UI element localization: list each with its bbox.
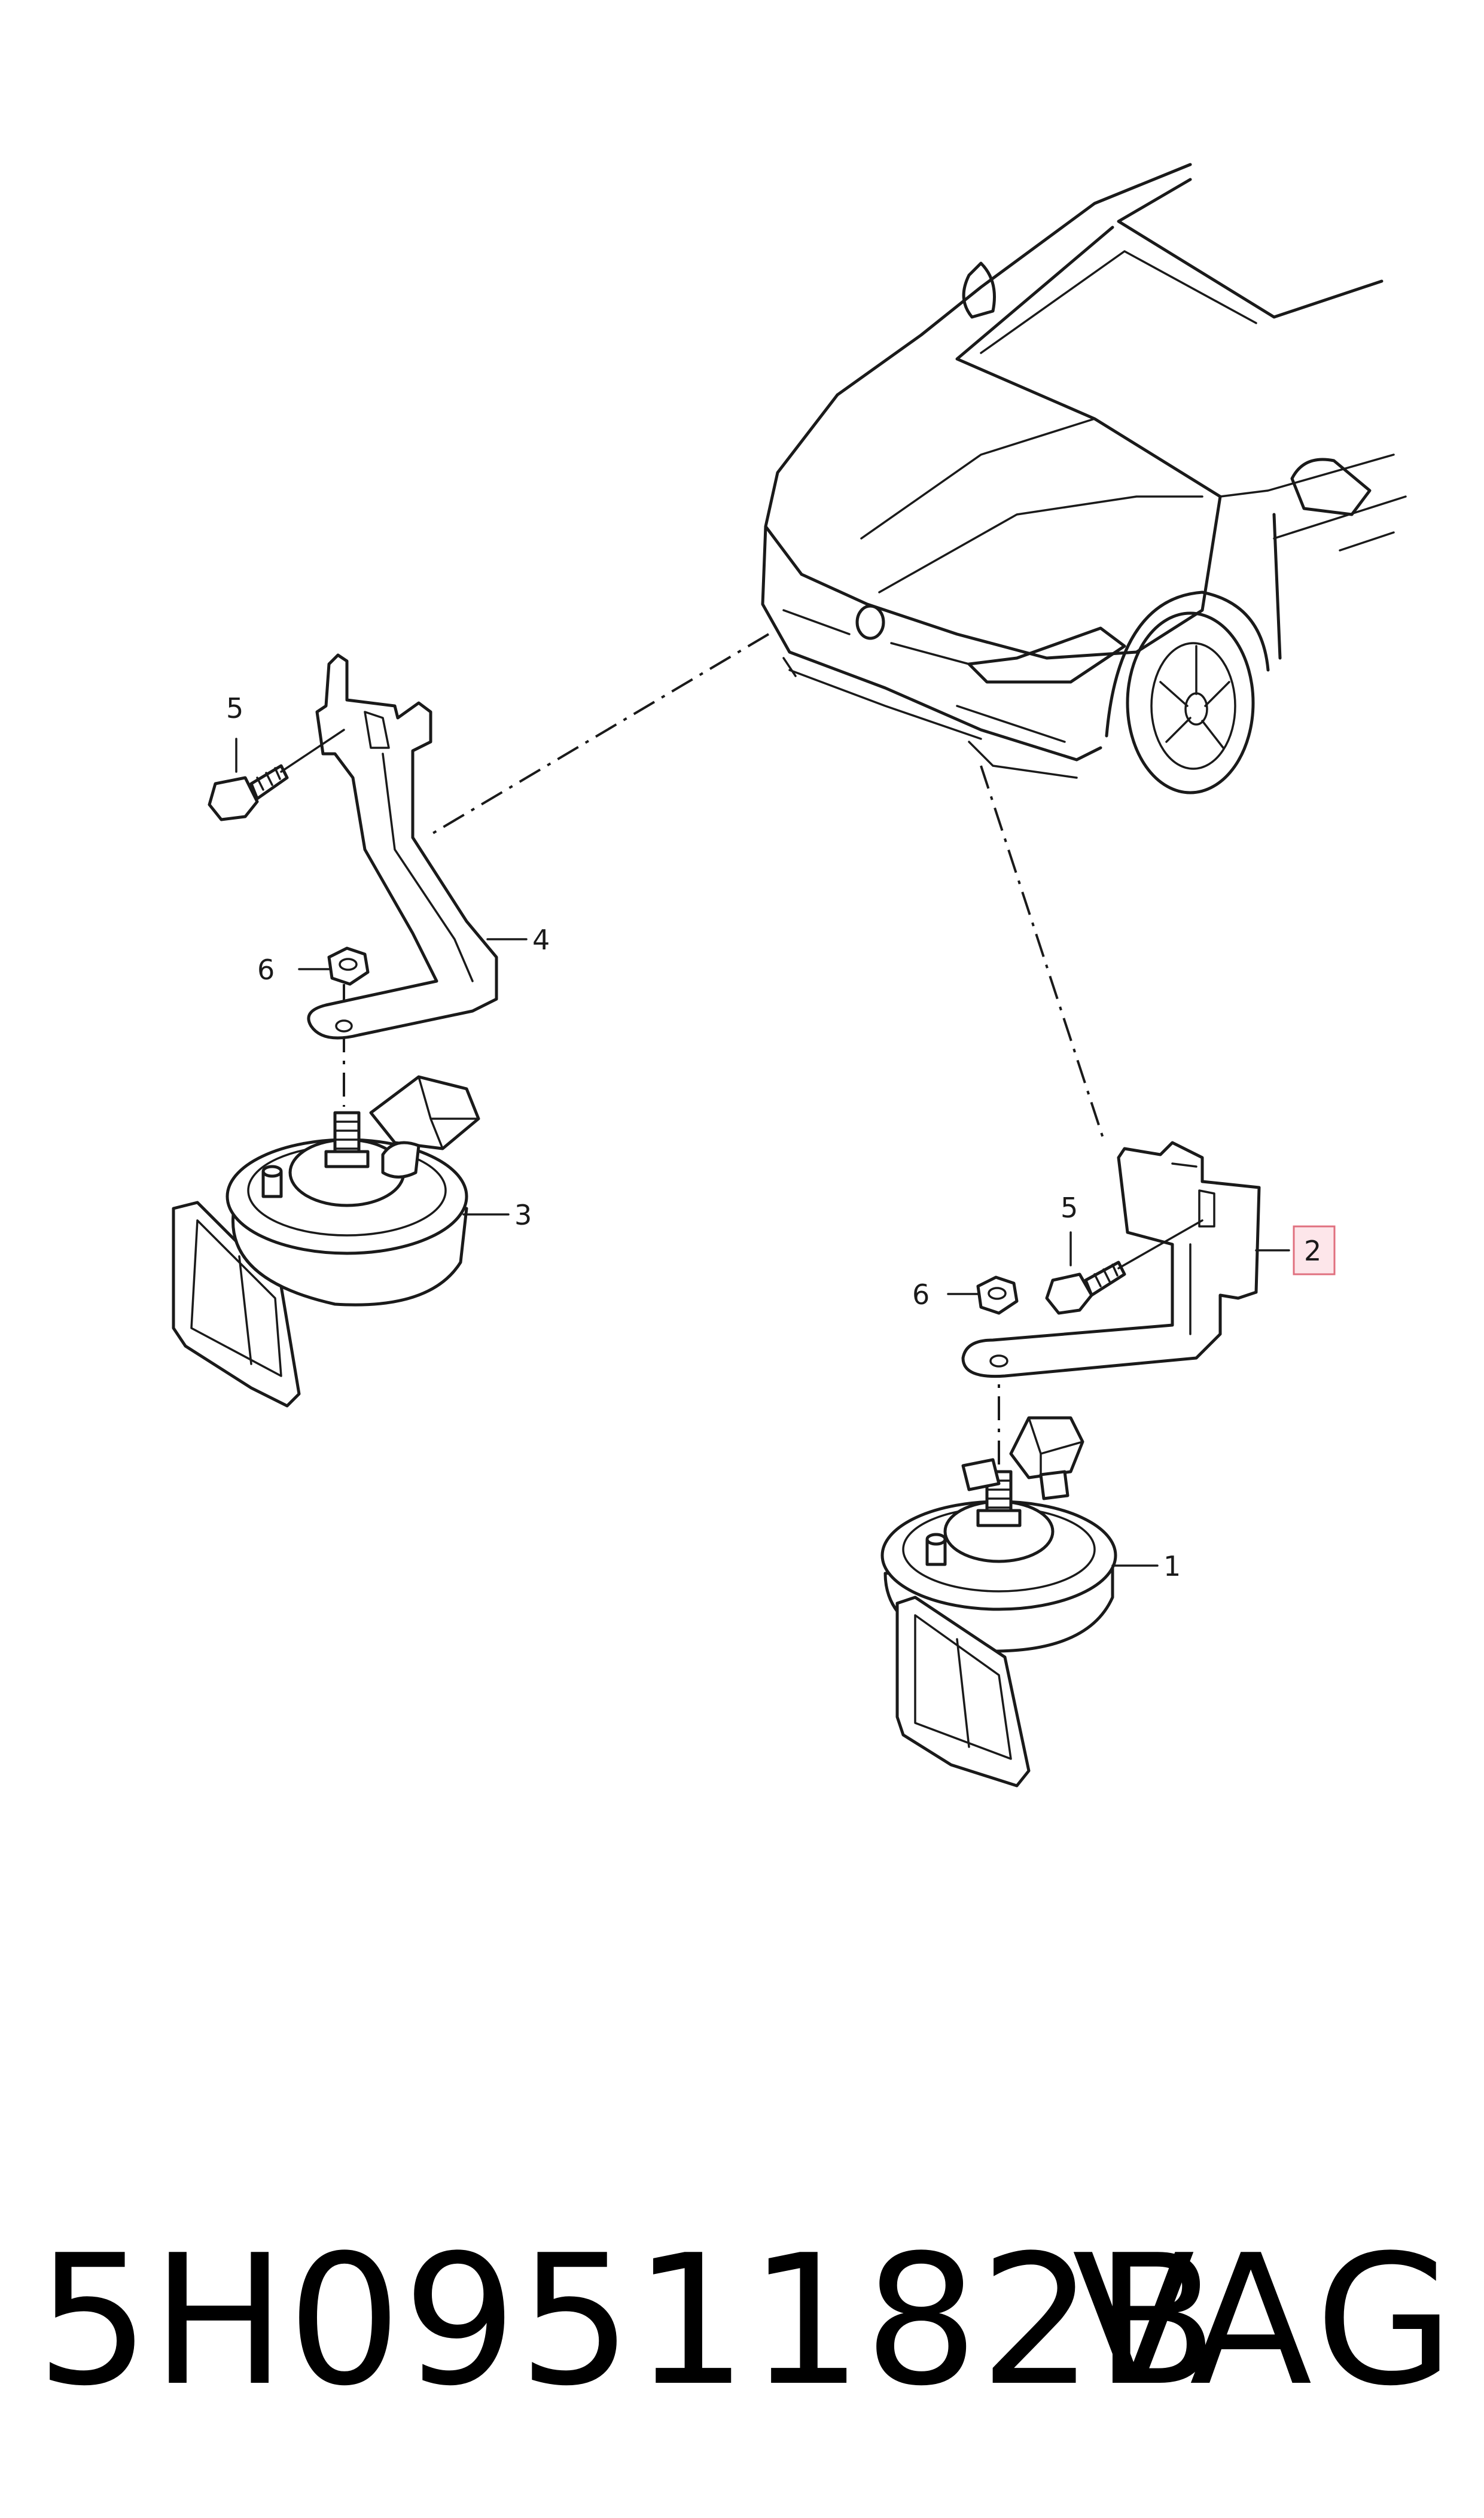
callout-1: 1 bbox=[1163, 1550, 1181, 1582]
bracket-left bbox=[307, 653, 498, 1040]
callout-3: 3 bbox=[514, 1199, 532, 1231]
bolt-left bbox=[208, 729, 345, 821]
part-number: 5H0951182B bbox=[36, 2216, 1220, 2425]
nut-right bbox=[976, 1275, 1019, 1315]
callout-leaders bbox=[235, 738, 1290, 1567]
horn-left bbox=[172, 1075, 480, 1408]
horn-right bbox=[880, 1416, 1117, 1788]
callout-2: 2 bbox=[1304, 1235, 1321, 1267]
bracket-right bbox=[961, 1141, 1261, 1378]
callout-6-right: 6 bbox=[912, 1278, 930, 1311]
assembly-leader-lines bbox=[343, 633, 1105, 1472]
nut-left bbox=[327, 946, 370, 986]
callout-4: 4 bbox=[532, 924, 550, 956]
callout-6-left: 6 bbox=[257, 954, 275, 986]
brand-label: VAG bbox=[1072, 2216, 1460, 2425]
car-illustration bbox=[761, 163, 1407, 794]
callout-5-left: 5 bbox=[226, 692, 243, 724]
footer-caption: 5H0951182B VAG bbox=[0, 2213, 1484, 2429]
bolt-right bbox=[1045, 1219, 1203, 1315]
callout-2-highlight bbox=[1293, 1225, 1336, 1275]
callout-5-right: 5 bbox=[1061, 1192, 1078, 1224]
